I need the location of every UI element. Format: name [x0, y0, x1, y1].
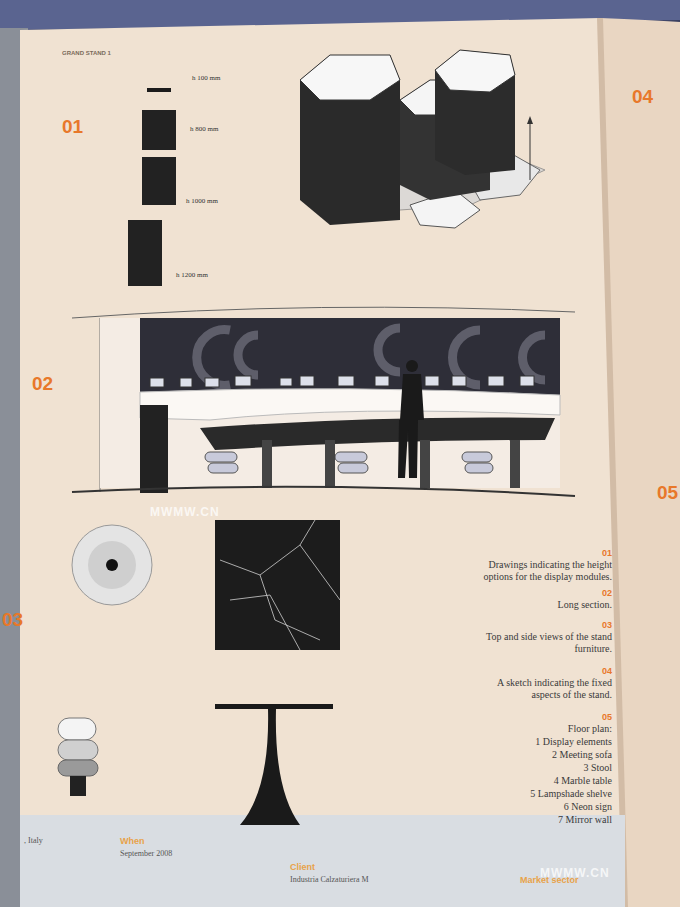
section-number: 01	[62, 116, 83, 138]
caption-number: 02	[472, 588, 612, 598]
section-number: 04	[632, 86, 653, 108]
caption-number: 04	[472, 666, 612, 676]
meta-key: Client	[290, 862, 315, 872]
section-number: 05	[657, 482, 678, 504]
watermark: MWMW.CN	[150, 505, 220, 519]
page-header: GRAND STAND 1	[62, 50, 111, 56]
dimension: h 800 mm	[190, 125, 218, 133]
caption-number: 01	[472, 548, 612, 558]
legend-item: 1 Display elements	[472, 736, 612, 748]
legend-item: 6 Neon sign	[472, 801, 612, 813]
legend-item: 7 Mirror wall	[472, 814, 612, 826]
caption-number: 03	[472, 620, 612, 630]
caption: A sketch indicating the fixed aspects of…	[482, 677, 612, 701]
dimension: h 1000 mm	[186, 197, 218, 205]
caption: Top and side views of the stand furnitur…	[482, 631, 612, 655]
legend-item: 2 Meeting sofa	[472, 749, 612, 761]
meta-value: , Italy	[24, 836, 43, 845]
caption: Floor plan:	[472, 723, 612, 735]
watermark: MWMW.CN	[540, 866, 610, 880]
section-number: 02	[32, 373, 53, 395]
caption-number: 05	[472, 712, 612, 722]
meta-key: When	[120, 836, 145, 846]
caption: Long section.	[482, 599, 612, 611]
caption: Drawings indicating the height options f…	[482, 559, 612, 583]
dimension: h 1200 mm	[176, 271, 208, 279]
meta-value: September 2008	[120, 849, 172, 858]
legend-item: 5 Lampshade shelve	[472, 788, 612, 800]
legend-item: 4 Marble table	[472, 775, 612, 787]
dimension: h 100 mm	[192, 74, 220, 82]
meta-value: Industria Calzaturiera M	[290, 875, 369, 884]
legend-item: 3 Stool	[472, 762, 612, 774]
section-number: 03	[2, 609, 23, 631]
